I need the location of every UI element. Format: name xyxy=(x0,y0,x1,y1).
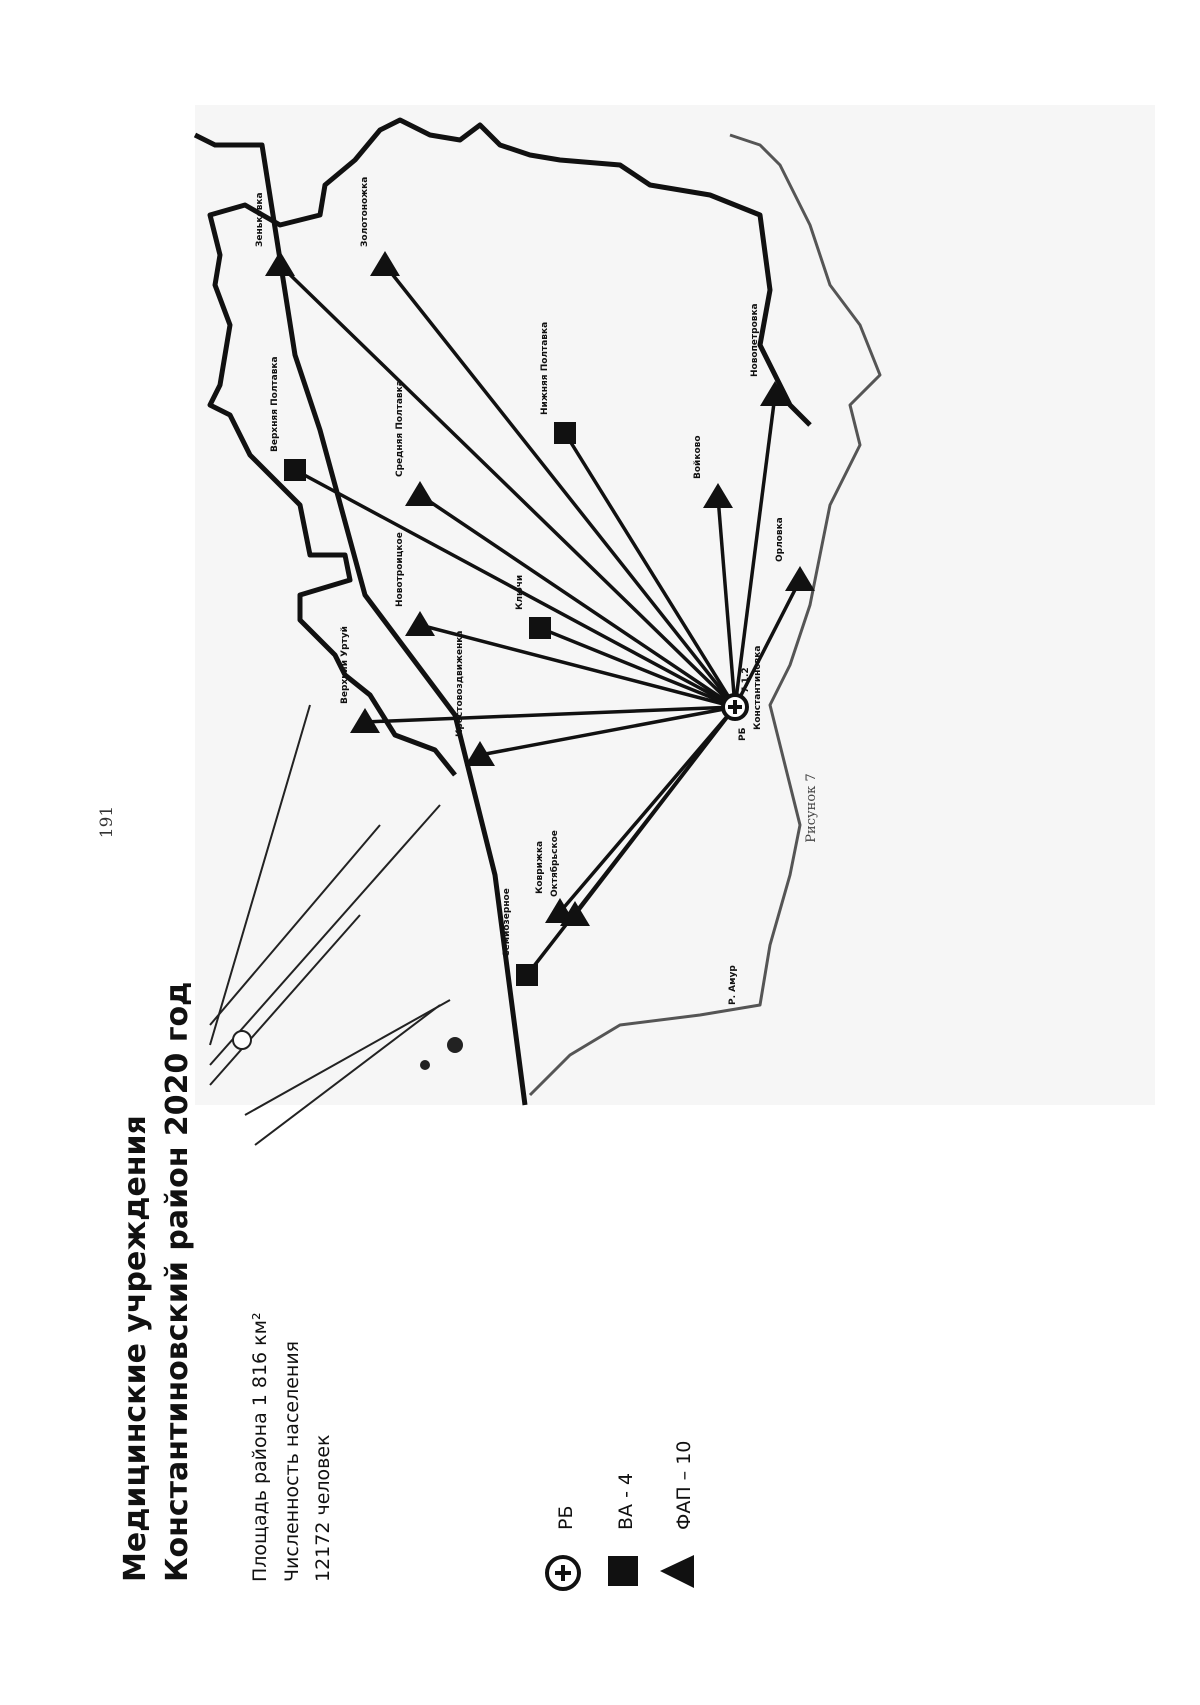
legend-fap: ФАП – 10 xyxy=(660,1441,695,1588)
spoke-line xyxy=(539,626,736,709)
spoke-line xyxy=(733,579,802,708)
title-line-2: Константиновский район 2020 год xyxy=(160,982,195,1582)
square-icon xyxy=(284,459,306,481)
square-icon xyxy=(516,964,538,986)
hub-value: 7.1.2 xyxy=(741,667,751,693)
facility-label: Орловка xyxy=(775,517,785,562)
triangle-icon xyxy=(660,1555,694,1588)
spoke-line xyxy=(278,263,737,709)
spoke-line xyxy=(419,493,736,709)
spoke-line xyxy=(383,263,737,709)
triangle-icon xyxy=(465,741,495,766)
river-label: Р. Амур xyxy=(728,965,738,1005)
triangle-icon xyxy=(370,251,400,276)
district-boundary xyxy=(207,117,812,777)
triangle-icon xyxy=(350,708,380,733)
triangle-icon xyxy=(405,481,435,506)
facility-label: Верхний Уртуй xyxy=(340,626,350,704)
spoke-line xyxy=(558,705,737,914)
triangle-icon xyxy=(785,566,815,591)
figure-caption: Рисунок 7 xyxy=(804,773,819,842)
legend-va-label: ВА - 4 xyxy=(615,1473,637,1530)
facility-label: Новотроицкое xyxy=(395,532,405,607)
facility-label: Верхняя Полтавка xyxy=(270,356,280,452)
spoke-line xyxy=(733,394,777,708)
hub-town-label: Константиновка xyxy=(753,646,763,730)
facility-label: Октябрьское xyxy=(549,830,560,897)
spoke-line xyxy=(525,705,737,977)
district-boundary xyxy=(193,132,528,1106)
legend-va: ВА - 4 xyxy=(608,1473,638,1586)
neighbor-node-icon xyxy=(447,1037,463,1053)
legend-rb: РБ xyxy=(545,1506,581,1591)
triangle-icon xyxy=(703,483,733,508)
square-icon xyxy=(608,1556,638,1586)
hub-label: РБ xyxy=(738,727,748,741)
facility-label: Семиозерное xyxy=(502,888,512,957)
legend-rb-label: РБ xyxy=(555,1506,577,1531)
terrain-background xyxy=(195,105,1155,1105)
spoke-line xyxy=(294,468,736,709)
neighbor-node-icon xyxy=(232,1030,252,1050)
square-icon xyxy=(529,617,551,639)
facility-label: Ключи xyxy=(515,575,525,610)
neighbor-node-icon xyxy=(420,1060,430,1070)
spoke-line xyxy=(419,623,736,709)
population-label: Численность населения xyxy=(281,1341,303,1582)
facility-label: Нижняя Полтавка xyxy=(540,322,550,415)
facility-label: Золотоножка xyxy=(360,177,370,247)
facility-label: Средняя Полтавка xyxy=(395,380,405,477)
facility-label: Крестовоздвиженка xyxy=(455,631,465,737)
connection-lines xyxy=(278,263,802,977)
page-number: 191 xyxy=(97,806,117,838)
population-value: 12172 человек xyxy=(312,1434,334,1582)
district-area: Площадь района 1 816 км² xyxy=(249,1312,271,1582)
facility-label: Войково xyxy=(693,435,703,479)
spoke-line xyxy=(716,496,737,708)
triangle-icon xyxy=(560,901,590,926)
neighbor-roads xyxy=(209,704,451,1146)
facility-label: Зеньковка xyxy=(255,192,265,247)
legend-fap-label: ФАП – 10 xyxy=(673,1441,695,1530)
river-amur xyxy=(528,133,882,1097)
spoke-line xyxy=(364,705,736,724)
facility-label: Коврижка xyxy=(535,841,545,894)
legend: РБ ВА - 4 ФАП – 10 xyxy=(545,1441,695,1591)
hub-rb: РБ 7.1.2 Константиновка xyxy=(721,646,763,741)
triangle-icon xyxy=(405,611,435,636)
title-line-1: Медицинские учреждения xyxy=(118,1115,153,1582)
square-icon xyxy=(554,422,576,444)
spoke-line xyxy=(563,432,737,708)
spoke-line xyxy=(479,705,736,757)
facility-label: Новопетровка xyxy=(750,303,760,377)
triangle-icon xyxy=(265,251,295,276)
triangle-icon xyxy=(760,381,790,406)
